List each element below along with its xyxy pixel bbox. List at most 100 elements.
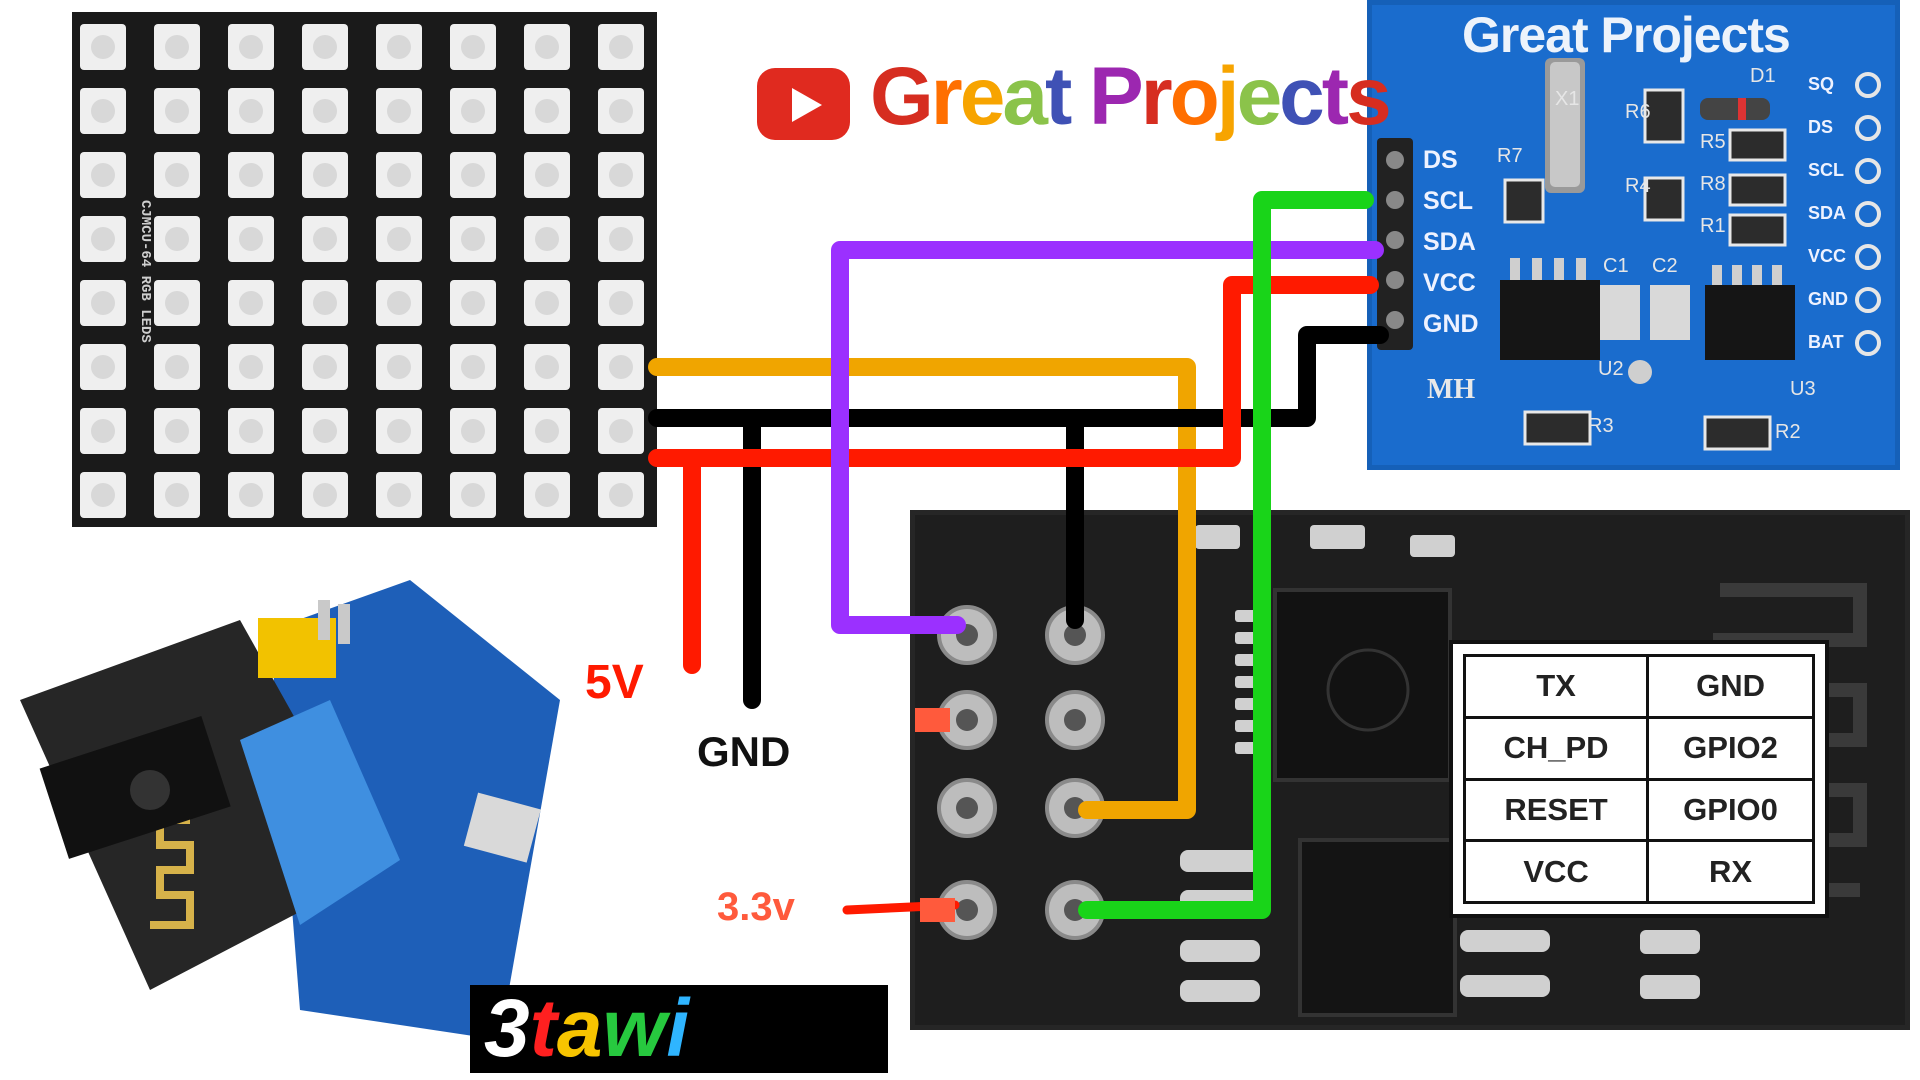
youtube-icon (757, 68, 850, 140)
label-gnd: GND (697, 728, 791, 775)
led-lens (461, 99, 485, 123)
black-wire-bus (648, 326, 1389, 427)
rtc-component-label: R8 (1700, 173, 1726, 195)
rtc-watermark: Great Projects (1462, 7, 1791, 63)
led-grid (80, 24, 644, 518)
led-lens (91, 35, 115, 59)
pinout-cell: VCC (1462, 839, 1650, 904)
rtc-component-label: R3 (1588, 415, 1614, 437)
pinout-cell: GND (1646, 654, 1815, 719)
rtc-left-pin-label: VCC (1423, 269, 1476, 297)
led-lens (313, 355, 337, 379)
led-lens (609, 163, 633, 187)
rtc-header-pin (1386, 231, 1404, 249)
led-lens (387, 227, 411, 251)
led-lens (609, 355, 633, 379)
led-lens (387, 163, 411, 187)
rtc-component-label: D1 (1750, 65, 1776, 87)
led-lens (239, 35, 263, 59)
brand-logo-letter: t (530, 983, 561, 1074)
orange-wire (648, 358, 1196, 819)
channel-title-letter: e (1236, 51, 1283, 142)
pinout-cell: GPIO0 (1646, 777, 1815, 843)
channel-title: Great Projects (870, 56, 1392, 138)
brand-logo-letter: a (557, 983, 603, 1074)
led-lens (609, 483, 633, 507)
rtc-component-label: U2 (1598, 358, 1624, 380)
rtc-right-pin-label: GND (1808, 289, 1848, 309)
rtc-header-pad (1855, 330, 1881, 356)
led-lens (609, 99, 633, 123)
rtc-component-label: C1 (1603, 255, 1629, 277)
brand-logo-text: 3tawi (484, 983, 691, 1074)
led-lens (313, 291, 337, 315)
rtc-right-pin-label: SDA (1808, 203, 1847, 223)
led-matrix-board: CJMCU-64 RGB LEDS (72, 12, 657, 527)
led-lens (609, 227, 633, 251)
channel-title-letter: o (1169, 51, 1220, 142)
led-matrix-label: CJMCU-64 RGB LEDS (137, 200, 153, 343)
brand-logo-letter: 3 (484, 983, 530, 1074)
pinout-cell: RX (1646, 839, 1815, 904)
led-lens (313, 419, 337, 443)
led-lens (313, 163, 337, 187)
rtc-header-pad (1855, 72, 1881, 98)
rtc-right-pin-label: SCL (1808, 160, 1844, 180)
rtc-component-label: X1 (1555, 88, 1579, 110)
led-lens (387, 355, 411, 379)
rtc-left-pin-label: SDA (1423, 228, 1476, 256)
led-lens (535, 99, 559, 123)
channel-title-letter: c (1279, 51, 1325, 142)
rtc-header-pin (1386, 151, 1404, 169)
led-lens (239, 419, 263, 443)
rtc-header-pad (1855, 287, 1881, 313)
rtc-component-label: R6 (1625, 101, 1651, 123)
pinout-cell: GPIO2 (1646, 715, 1815, 781)
rtc-right-pin-label: BAT (1808, 332, 1844, 352)
esp01-pin-hole (956, 797, 978, 819)
led-lens (165, 483, 189, 507)
led-lens (609, 291, 633, 315)
led-lens (91, 291, 115, 315)
rtc-right-pin-label: VCC (1808, 246, 1847, 266)
led-lens (165, 99, 189, 123)
led-lens (239, 483, 263, 507)
channel-title-letter: r (1140, 51, 1173, 142)
led-lens (91, 419, 115, 443)
led-lens (239, 291, 263, 315)
rtc-component-label: R5 (1700, 131, 1726, 153)
led-lens (165, 35, 189, 59)
led-lens (461, 483, 485, 507)
rtc-component-label: C2 (1652, 255, 1678, 277)
led-lens (535, 483, 559, 507)
brand-logo-letter: i (666, 983, 691, 1074)
led-lens (165, 291, 189, 315)
rtc-left-pin-label: DS (1423, 146, 1458, 174)
channel-title-letter: t (1044, 51, 1072, 142)
channel-title-letter: j (1216, 51, 1240, 142)
pinout-cell: TX (1462, 654, 1650, 719)
led-lens (609, 35, 633, 59)
channel-title-letter (1069, 51, 1089, 142)
led-lens (165, 355, 189, 379)
channel-title-letter: r (930, 51, 963, 142)
esp01-pin-hole (1064, 709, 1086, 731)
led-lens (535, 35, 559, 59)
label-5v: 5V (585, 656, 644, 709)
channel-title-letter: a (1002, 51, 1048, 142)
esp01-pin-hole (956, 709, 978, 731)
led-lens (239, 163, 263, 187)
rtc-left-pin-label: GND (1423, 310, 1479, 338)
channel-title-letter: s (1346, 51, 1392, 142)
rtc-component-label: R7 (1497, 145, 1523, 167)
channel-title-letter: G (870, 51, 934, 142)
rtc-header-pin (1386, 311, 1404, 329)
led-lens (239, 355, 263, 379)
led-lens (313, 483, 337, 507)
channel-title-letter: t (1321, 51, 1349, 142)
rtc-component-label: U3 (1790, 378, 1816, 400)
led-lens (165, 419, 189, 443)
purple-wire (831, 241, 1384, 634)
